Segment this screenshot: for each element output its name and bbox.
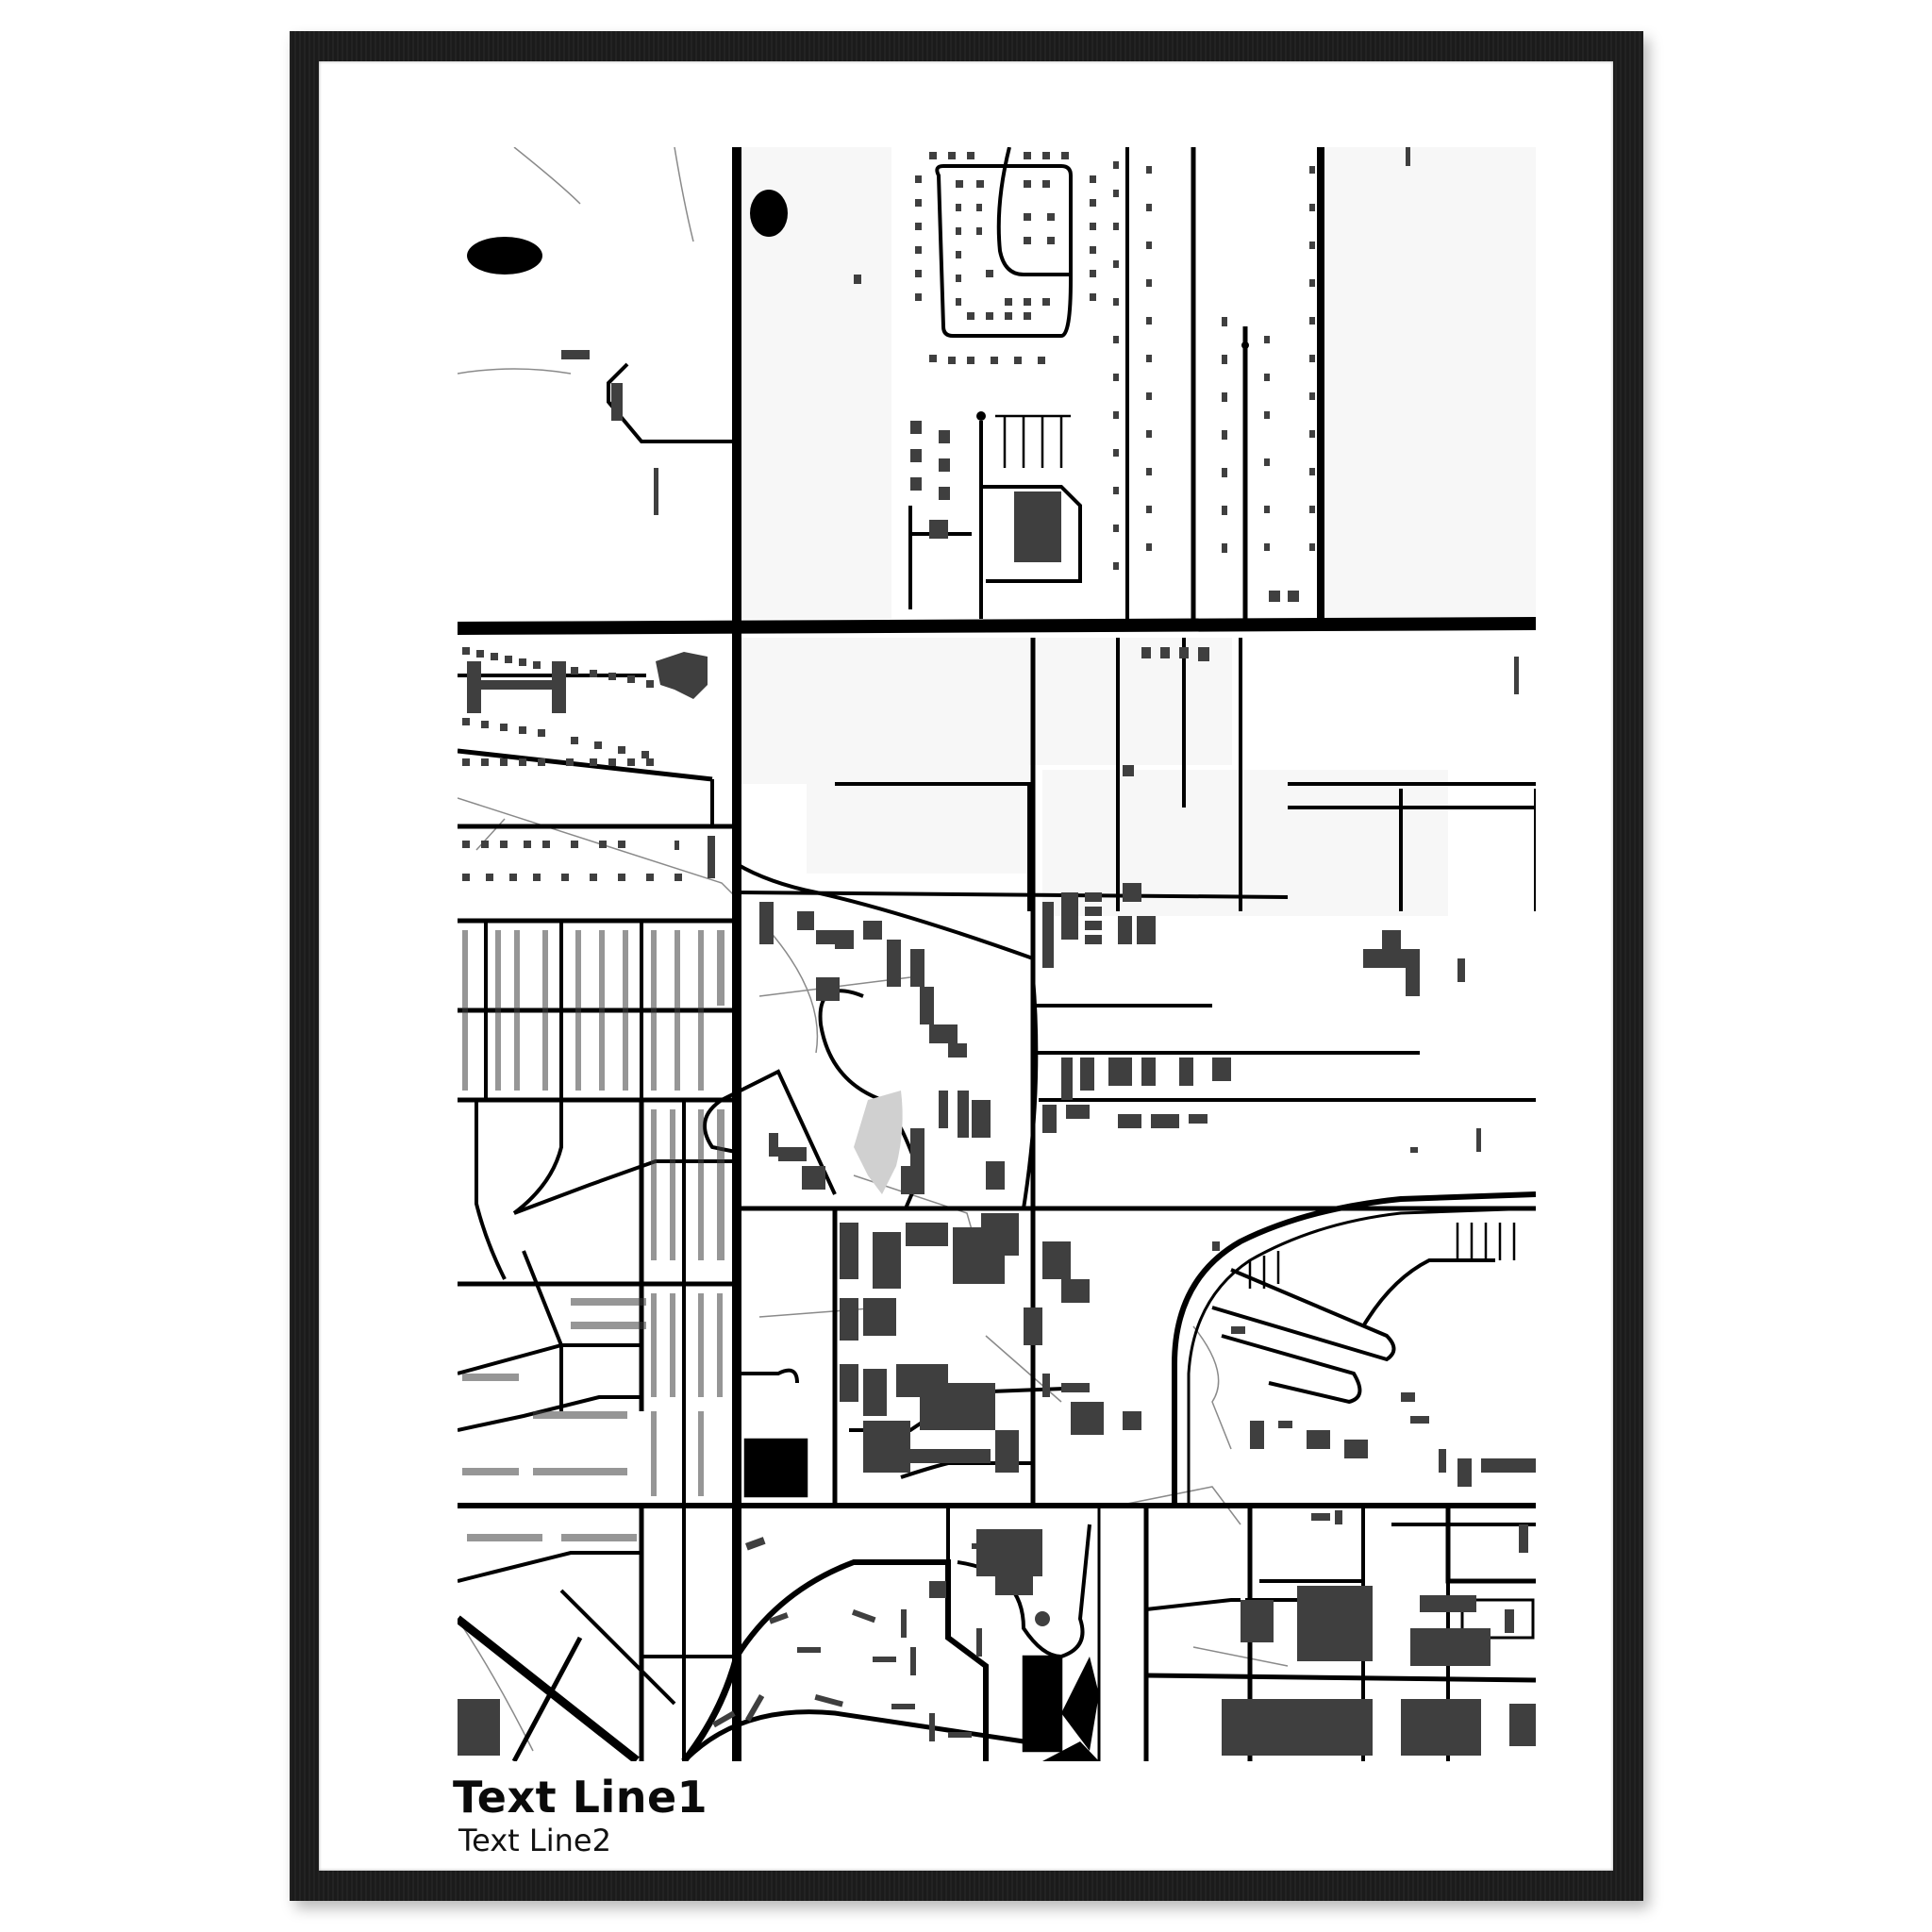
secondary-roads [458, 147, 1536, 1761]
strip-houses [1113, 147, 1410, 602]
street-map-graphic [458, 147, 1536, 1761]
street-map [458, 147, 1536, 1761]
major-roads [458, 147, 1536, 1761]
campus-pond [854, 1091, 903, 1194]
apartment-buildings [712, 1537, 982, 1741]
poster-subtitle: Text Line2 [458, 1823, 611, 1858]
footpaths [458, 147, 1289, 1752]
residential-houses [462, 647, 715, 881]
poster-mat: Text Line1 Text Line2 [319, 61, 1613, 1871]
parking-lot-lines [743, 414, 1516, 1753]
buildings [458, 147, 1536, 1756]
road-node [1241, 341, 1249, 349]
poster-title: Text Line1 [453, 1772, 708, 1823]
roundabout-node [976, 411, 986, 421]
picture-frame: Text Line1 Text Line2 [290, 31, 1643, 1901]
land-parcels [741, 147, 1536, 916]
subdivision-houses [915, 152, 1096, 364]
water-bodies [467, 190, 1099, 1761]
grid-block-houses [462, 930, 724, 1541]
